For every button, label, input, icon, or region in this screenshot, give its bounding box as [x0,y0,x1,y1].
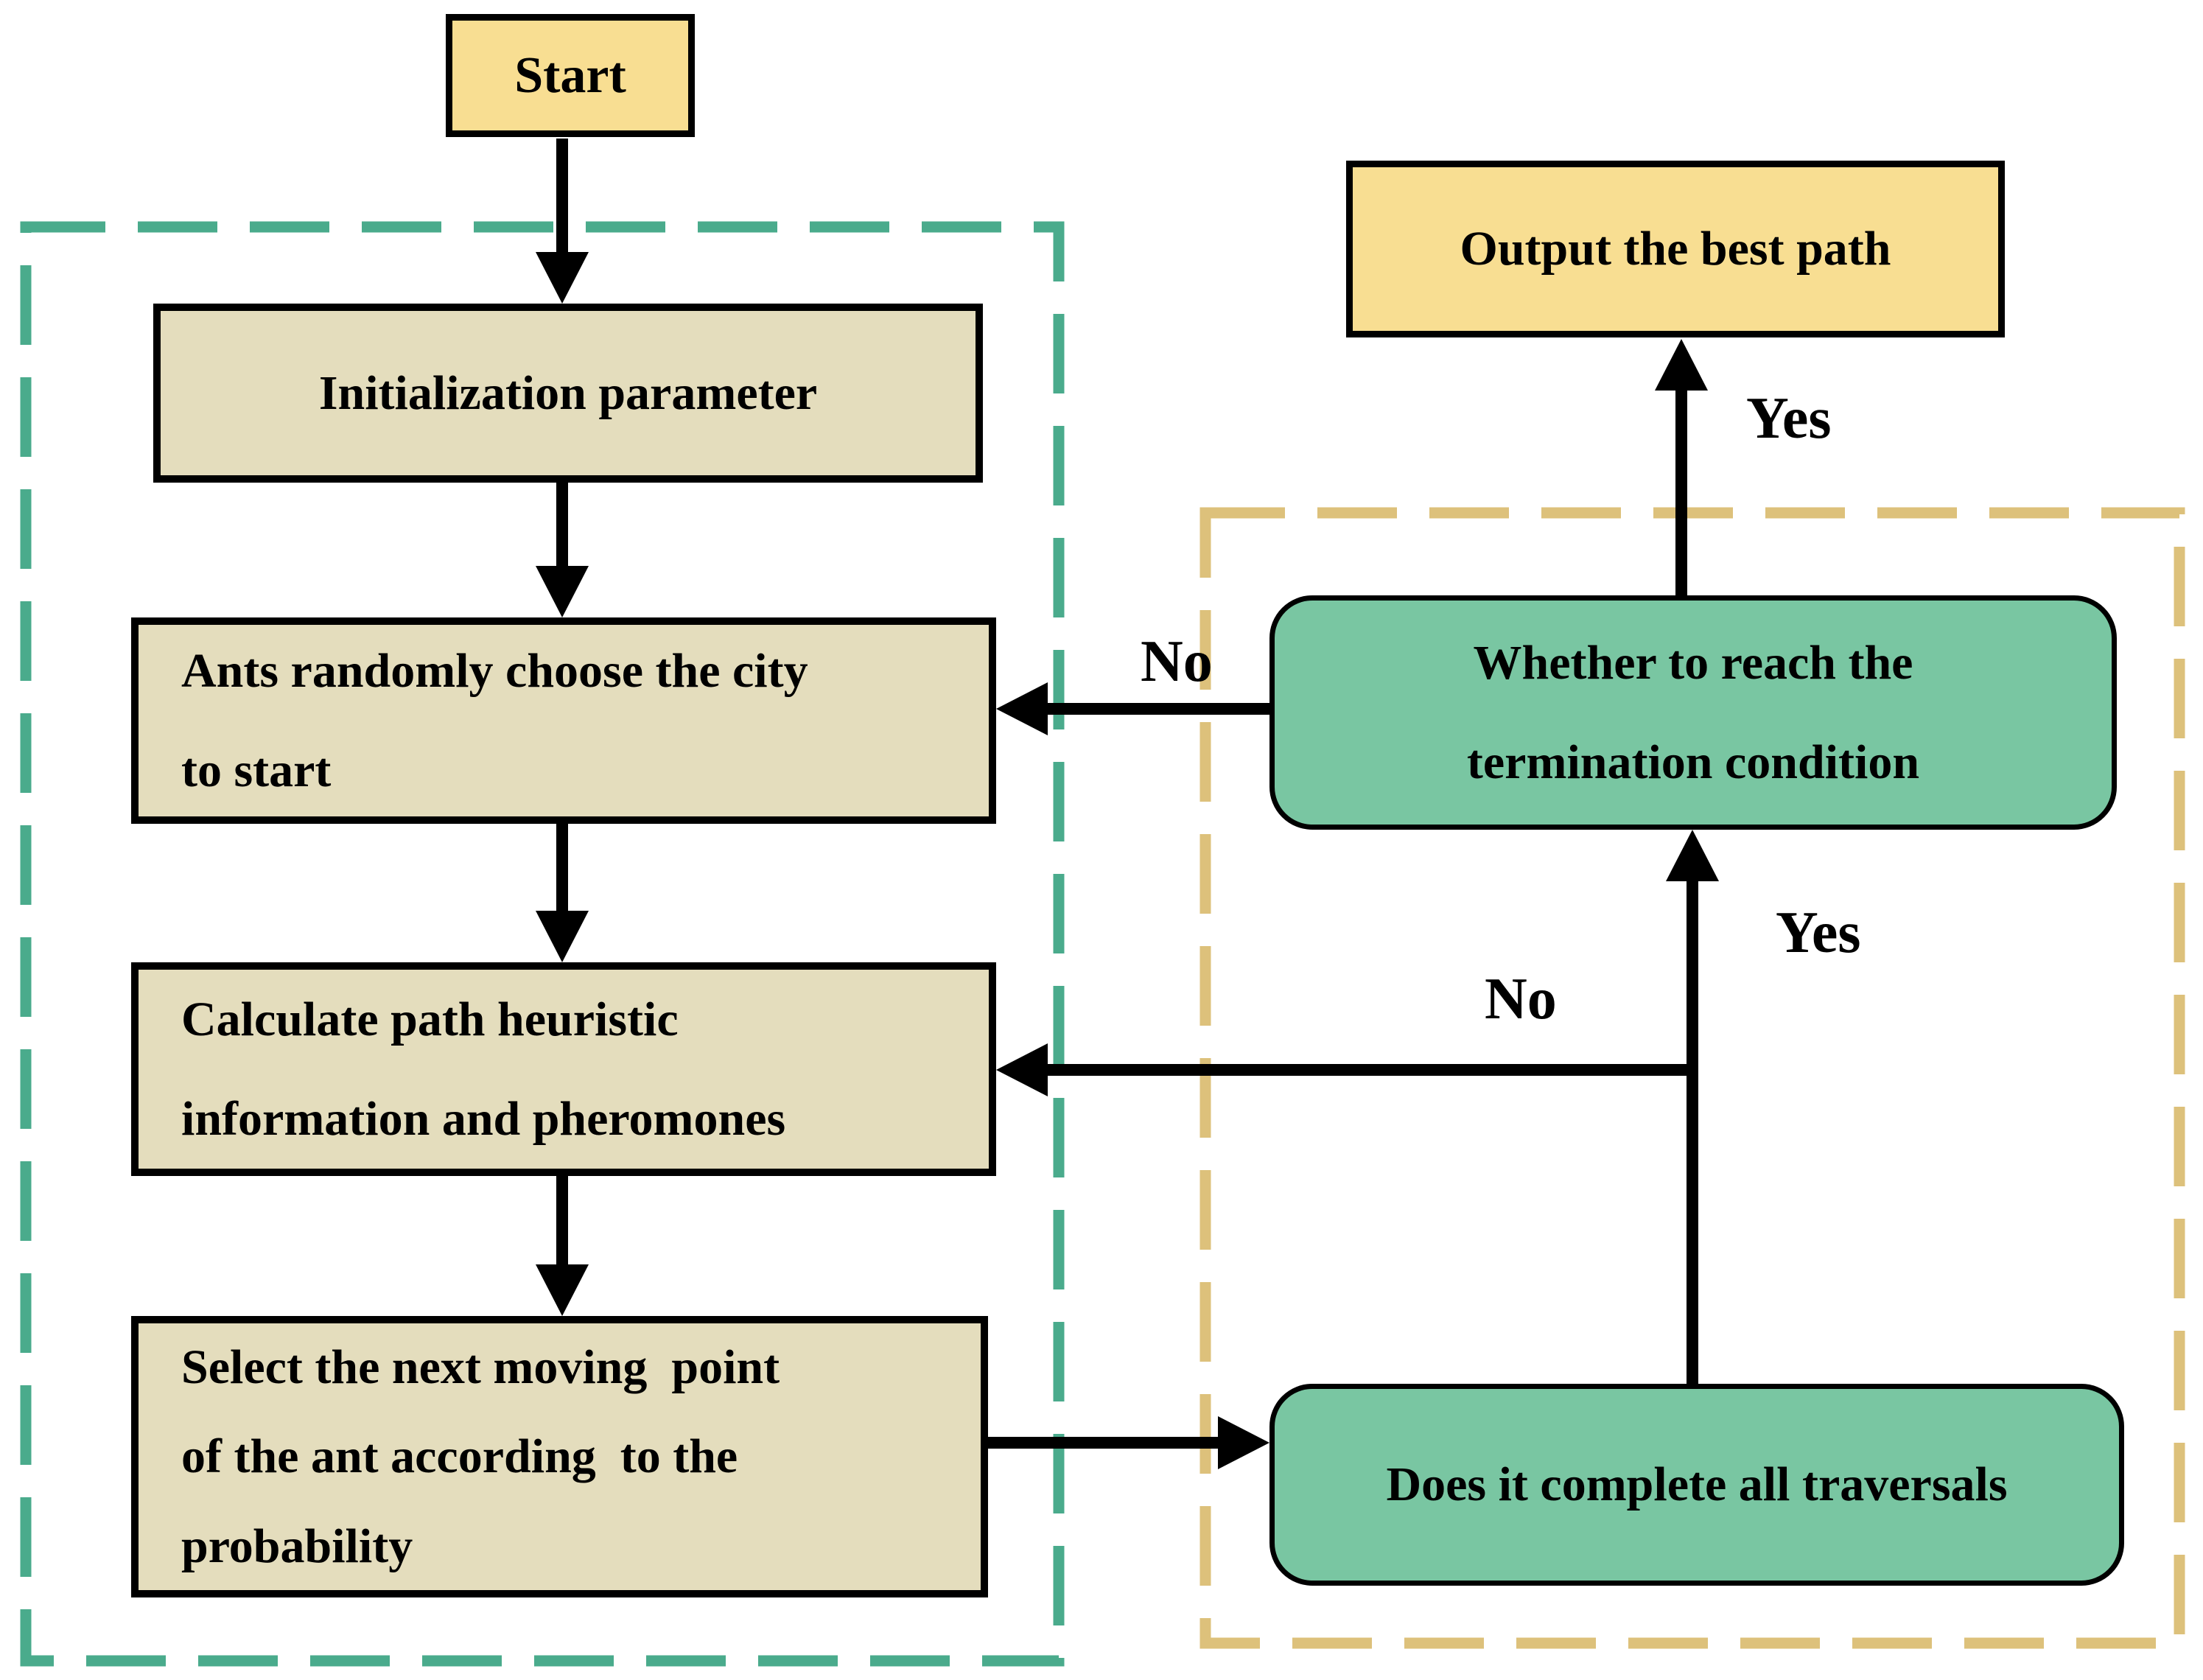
node-ants-choose-city: Ants randomly choose the city to start [131,617,996,824]
node-select-next-point: Select the next moving point of the ant … [131,1316,988,1597]
node-select-line-2: of the ant according to the [181,1429,738,1484]
node-select-line-1: Select the next moving point [181,1340,780,1394]
left-dashed-region [20,221,1065,1667]
node-termination-line-2: termination condition [1466,735,1920,789]
node-select-line-3: probability [181,1519,413,1573]
arrow-start-to-initialization [536,139,589,304]
arrow-calculate-to-select [536,1176,589,1316]
label-traversal-no: No [1485,967,1557,1032]
node-calculate-line-1: Calculate path heuristic [181,992,679,1046]
arrow-select-to-traversal-decision [988,1416,1269,1469]
arrow-initialization-to-ants [536,483,589,617]
node-calculate-line-2: information and pheromones [181,1092,786,1146]
node-traversal-decision: Does it complete all traversals [1269,1384,2124,1586]
node-ants-line-1: Ants randomly choose the city [181,643,808,698]
label-termination-yes: Yes [1746,386,1832,451]
node-output-best-path: Output the best path [1346,161,2005,337]
node-termination-line-1: Whether to reach the [1473,635,1913,690]
arrow-traversal-yes-to-termination [1666,830,1719,1384]
node-termination-decision: Whether to reach the termination conditi… [1269,595,2117,830]
right-dashed-region [1199,507,2185,1649]
node-initialization: Initialization parameter [153,304,983,483]
node-start: Start [446,14,695,137]
node-ants-line-2: to start [181,743,332,797]
node-start-label: Start [514,46,626,104]
node-calculate-heuristic: Calculate path heuristic information and… [131,962,996,1176]
node-output-label: Output the best path [1460,222,1891,276]
label-traversal-yes: Yes [1776,900,1861,965]
arrow-ants-to-calculate [536,824,589,962]
arrow-termination-no-to-ants [996,682,1269,735]
arrow-termination-yes-to-output [1655,339,1708,595]
node-initialization-label: Initialization parameter [318,365,818,420]
label-termination-no: No [1141,629,1213,694]
arrow-traversal-no-to-calculate [996,1043,1692,1096]
node-traversal-label: Does it complete all traversals [1386,1457,2008,1512]
